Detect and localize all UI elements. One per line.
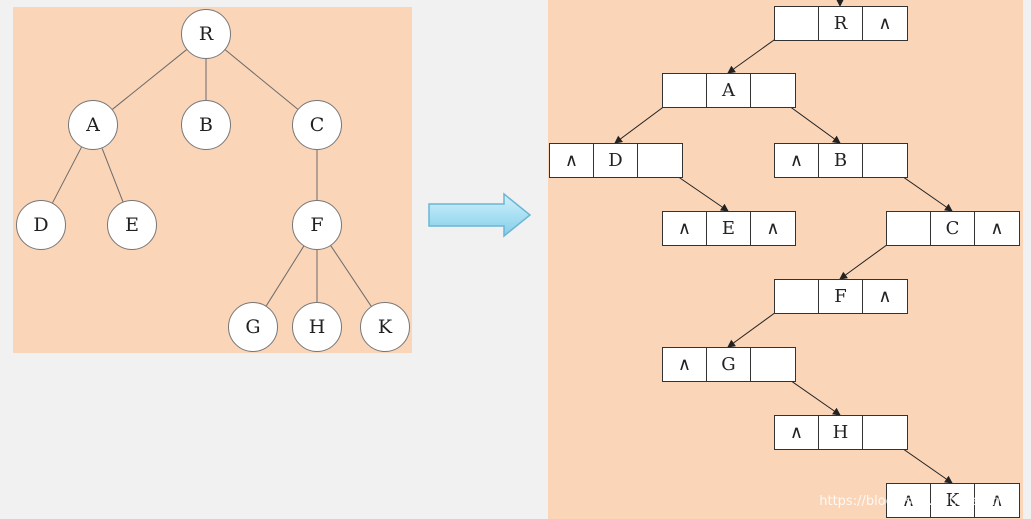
- right-null-pointer: ∧: [878, 13, 892, 34]
- binary-node-g: ∧G: [662, 347, 796, 382]
- right-child-pointer: [863, 416, 907, 449]
- left-child-pointer: [663, 74, 707, 107]
- left-null-pointer: ∧: [775, 416, 819, 449]
- binary-node-a: A: [662, 73, 796, 108]
- right-null-pointer: ∧: [766, 218, 780, 239]
- tree-node-d: D: [16, 200, 66, 250]
- tree-node-h: H: [292, 302, 342, 352]
- right-null-pointer: ∧: [878, 286, 892, 307]
- left-null-pointer: ∧: [550, 144, 594, 177]
- right-child-pointer: [863, 144, 907, 177]
- binary-node-data: R: [819, 7, 863, 40]
- binary-node-r: R∧: [774, 6, 908, 41]
- tree-node-f: F: [292, 200, 342, 250]
- tree-edge-r-a: [112, 49, 187, 110]
- binary-node-k: ∧K∧: [886, 483, 1020, 518]
- left-child-pointer: [775, 280, 819, 313]
- tree-edge-f-k: [330, 245, 372, 307]
- left-child-pointer: [887, 212, 931, 245]
- tree-node-g: G: [228, 302, 278, 352]
- left-null-pointer: ∧: [887, 484, 931, 517]
- binary-node-data: H: [819, 416, 863, 449]
- right-child-pointer: [638, 144, 682, 177]
- left-null-pointer: ∧: [663, 348, 707, 381]
- tree-node-a: A: [68, 100, 118, 150]
- tree-node-c: C: [292, 100, 342, 150]
- watermark: https://blog.csdn.net/weixin_...: [819, 494, 1019, 509]
- binary-node-d: ∧D: [549, 143, 683, 178]
- binary-node-data: B: [819, 144, 863, 177]
- right-null-pointer: ∧: [990, 490, 1004, 511]
- tree-edge-a-e: [101, 148, 124, 202]
- left-null-pointer: ∧: [775, 144, 819, 177]
- tree-edge-a-d: [52, 146, 82, 204]
- tree-node-b: B: [181, 100, 231, 150]
- binary-node-e: ∧E∧: [662, 211, 796, 246]
- binary-node-b: ∧B: [774, 143, 908, 178]
- binary-node-data: E: [707, 212, 751, 245]
- binary-node-data: A: [707, 74, 751, 107]
- tree-edges: [52, 49, 372, 307]
- right-null-pointer: ∧: [990, 218, 1004, 239]
- binary-node-f: F∧: [774, 279, 908, 314]
- right-child-pointer: [751, 74, 795, 107]
- tree-edge-f-g: [265, 245, 305, 307]
- binary-node-data: C: [931, 212, 975, 245]
- binary-node-h: ∧H: [774, 415, 908, 450]
- left-child-pointer: [775, 7, 819, 40]
- tree-node-k: K: [360, 302, 410, 352]
- tree-node-r: R: [181, 9, 231, 59]
- binary-node-data: G: [707, 348, 751, 381]
- binary-node-c: C∧: [886, 211, 1020, 246]
- binary-node-data: D: [594, 144, 638, 177]
- right-arrow-icon: [428, 192, 532, 238]
- binary-node-data: K: [931, 484, 975, 517]
- tree-node-e: E: [107, 200, 157, 250]
- left-null-pointer: ∧: [663, 212, 707, 245]
- tree-edge-r-c: [225, 49, 298, 110]
- binary-node-data: F: [819, 280, 863, 313]
- right-child-pointer: [751, 348, 795, 381]
